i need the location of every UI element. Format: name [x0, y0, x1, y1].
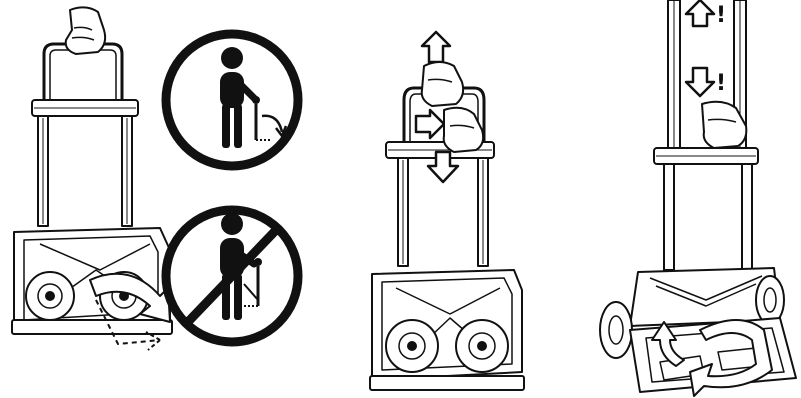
warning-mark-up: !	[716, 3, 726, 28]
arrow-up-icon	[422, 32, 450, 62]
arrow-up-icon	[686, 0, 714, 26]
hand-icon	[444, 108, 483, 152]
correct-posture-icon	[166, 34, 298, 166]
arrow-down-icon	[686, 68, 714, 96]
hand-icon	[66, 7, 105, 54]
trolley-right	[600, 0, 796, 392]
arrow-right-icon	[416, 110, 444, 138]
warning-mark-down: !	[716, 71, 726, 96]
hand-icon	[422, 62, 463, 106]
